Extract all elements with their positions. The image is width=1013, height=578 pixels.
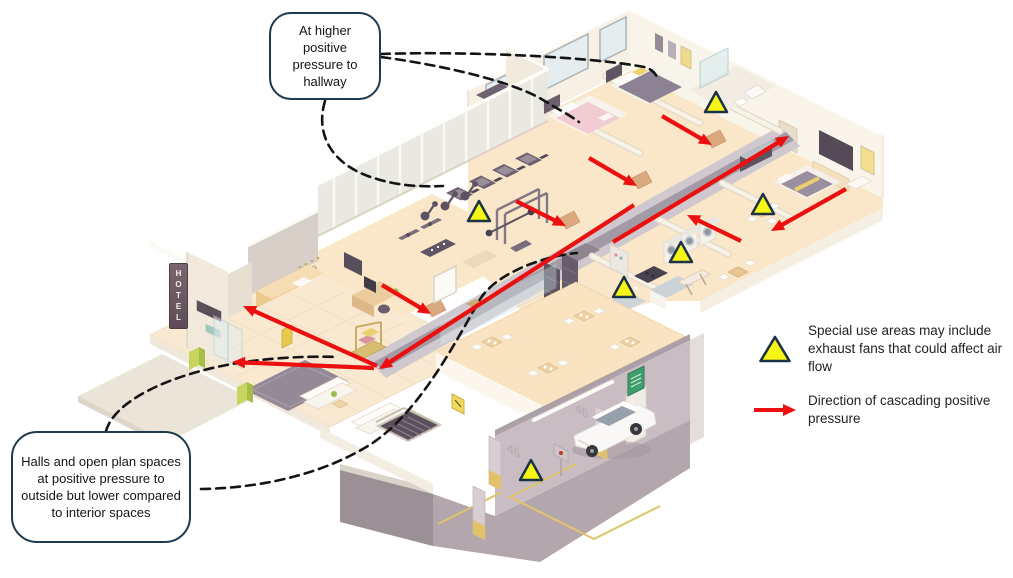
callout-leader	[379, 55, 581, 124]
pressure-arrow	[611, 136, 789, 244]
gym-mirror	[433, 264, 457, 305]
pressure-arrow	[515, 199, 566, 226]
pressure-arrow	[243, 306, 378, 368]
garage-light	[532, 380, 614, 422]
parking-garage: 45 46	[320, 333, 704, 562]
restaurant-tables	[470, 307, 641, 377]
legend-item-exhaust: Special use areas may include exhaust fa…	[752, 322, 1013, 377]
wall-art	[860, 145, 875, 176]
exhaust-fan-marker	[703, 90, 729, 114]
spin-bikes	[420, 181, 478, 221]
reception: HOTEL	[247, 209, 324, 349]
parked-car	[573, 401, 657, 457]
legend: Special use areas may include exhaust fa…	[752, 322, 1013, 443]
dining-nook	[717, 259, 757, 281]
suite	[740, 140, 873, 225]
pressure-arrow-icon	[752, 403, 798, 417]
legend-text: Direction of cascading positive pressure	[808, 392, 991, 426]
far-right-wall	[629, 7, 884, 198]
callout-leader	[199, 251, 579, 491]
suite-armchair	[845, 175, 873, 190]
stairwell	[375, 407, 443, 443]
room-doors	[425, 129, 727, 318]
entrance-portal	[148, 240, 252, 370]
callout-higher-pressure-hallway: At higher positive pressure to hallway	[269, 12, 381, 100]
callout-halls-open-plan: Halls and open plan spaces at positive p…	[11, 431, 191, 543]
host-stand	[466, 299, 482, 307]
exhaust-triangle-icon	[752, 334, 798, 364]
exhaust-fan-marker	[466, 199, 492, 223]
guest-bathroom	[688, 47, 776, 110]
pressure-arrow	[380, 283, 431, 314]
pressure-arrow	[232, 356, 375, 371]
bed-gray	[598, 63, 690, 121]
gym-mat	[462, 250, 498, 268]
wet-floor-sign	[451, 393, 465, 415]
pressure-arrow	[687, 215, 742, 243]
exhaust-fan-marker	[518, 458, 544, 482]
fitness-room	[398, 152, 549, 305]
pressure-arrow	[587, 156, 637, 186]
callout-leader	[320, 99, 445, 188]
garage-bay-number-45: 45	[507, 440, 520, 461]
luggage-cart	[351, 321, 387, 359]
pressure-arrow	[771, 187, 848, 231]
pressure-arrow	[660, 114, 712, 145]
gym-glass-wall	[317, 67, 549, 237]
entrance-bollards	[189, 347, 253, 405]
exhaust-fan-marker	[611, 275, 637, 299]
lobby-furniture	[189, 321, 409, 435]
garage-ramp	[340, 470, 433, 546]
ac-unit	[476, 83, 508, 99]
ironing-board	[677, 269, 711, 296]
bed-pink	[544, 94, 628, 135]
hotel-sign: HOTEL	[169, 263, 188, 329]
rowing-machines	[398, 218, 442, 240]
picture-frames	[655, 33, 692, 70]
exhaust-fan-marker	[668, 240, 694, 264]
callout-leader	[379, 51, 660, 83]
pressure-arrow	[379, 203, 636, 369]
legend-item-arrow: Direction of cascading positive pressure	[752, 392, 1013, 428]
garage-bay-number-46: 46	[575, 400, 588, 421]
suite-tv	[819, 130, 853, 171]
gym-bench	[510, 240, 532, 252]
legend-text: Special use areas may include exhaust fa…	[808, 323, 1003, 375]
suite-fascia	[700, 208, 883, 313]
parking-sign	[553, 443, 569, 476]
lobby-sofas	[299, 376, 409, 435]
callout-text: Halls and open plan spaces at positive p…	[21, 453, 181, 521]
callout-text: At higher positive pressure to hallway	[292, 22, 358, 90]
exhaust-fan-marker	[750, 192, 776, 216]
